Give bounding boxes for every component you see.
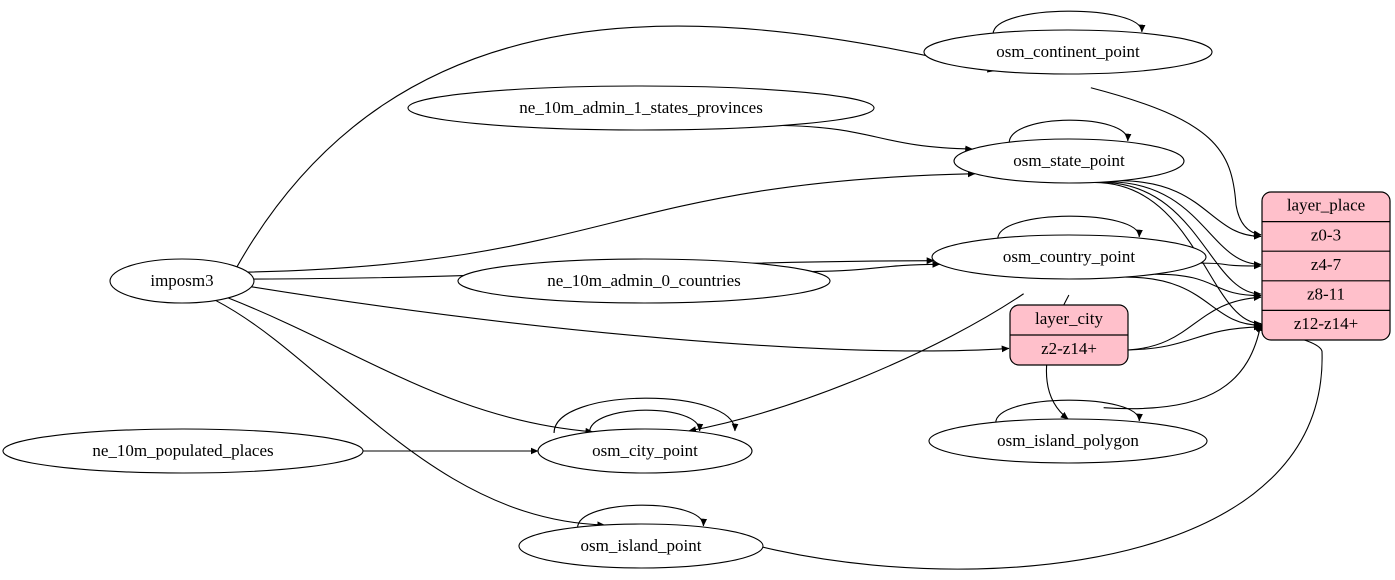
edge-osm_island_polygon-to-layer_place_z12_z14 (1103, 323, 1263, 410)
edge-imposm3-to-osm_state_point (247, 170, 976, 273)
edge-osm_country_point-to-osm_city_point (688, 293, 1024, 433)
node-label-osm_continent_point: osm_continent_point (996, 42, 1140, 61)
node-osm_city_point[interactable]: osm_city_point (537, 428, 753, 474)
node-label-ne_countries: ne_10m_admin_0_countries (547, 271, 741, 290)
edge-osm_country_point-to-osm_country_point (997, 215, 1143, 240)
record-row-layer_city_title: layer_city (1035, 309, 1103, 328)
node-osm_island_polygon[interactable]: osm_island_polygon (928, 418, 1208, 464)
record-row-layer_place_z8_11: z8-11 (1307, 285, 1345, 304)
node-label-osm_island_polygon: osm_island_polygon (997, 431, 1139, 450)
edge-osm_country_point-to-layer_place_z8_11 (1154, 273, 1262, 299)
edge-ne_states-to-osm_state_point (782, 124, 973, 153)
edge-layer_city_z2_z14-to-layer_place_z8_11 (1127, 294, 1262, 351)
node-ne_populated[interactable]: ne_10m_populated_places (2, 428, 364, 474)
record-node-layer_place[interactable]: layer_place z0-3 z4-7 z8-11 z12-z14+ (1261, 191, 1391, 341)
node-label-ne_populated: ne_10m_populated_places (92, 441, 273, 460)
edge-osm_city_point-to-osm_city_point (553, 397, 739, 433)
edge-osm_continent_point-to-osm_continent_point (992, 10, 1146, 35)
node-label-osm_city_point: osm_city_point (592, 441, 698, 460)
node-layer: layer_place z0-3 z4-7 z8-11 z12-z14+ layer_ci… (2, 29, 1391, 569)
edge-osm_city_point-to-osm_city_point (588, 409, 704, 434)
edge-osm_country_point-to-layer_place_z4_7 (1200, 262, 1262, 270)
edge-layer (215, 10, 1323, 570)
edge-osm_island_point-to-osm_island_point (577, 504, 708, 529)
edge-ne_countries-to-osm_country_point (811, 260, 941, 273)
node-label-osm_island_point: osm_island_point (581, 536, 702, 555)
edge-layer_city_z2_z14-to-layer_place_z12_z14 (1127, 323, 1262, 351)
edge-osm_state_point-to-layer_place_z8_11 (1099, 181, 1262, 298)
node-label-osm_state_point: osm_state_point (1013, 151, 1125, 170)
node-ne_countries[interactable]: ne_10m_admin_0_countries (457, 258, 831, 304)
edge-osm_island_polygon-to-osm_island_polygon (995, 399, 1143, 424)
edge-imposm3-to-osm_continent_point (236, 25, 996, 268)
edge-osm_continent_point-to-layer_place_z0_3 (1090, 87, 1262, 238)
record-row-layer_place_z0_3: z0-3 (1311, 225, 1341, 244)
edge-osm_state_point-to-layer_place_z4_7 (1107, 181, 1262, 268)
record-row-layer_place_z12_z14: z12-z14+ (1294, 314, 1358, 333)
record-row-layer_place_title: layer_place (1287, 196, 1365, 215)
node-osm_country_point[interactable]: osm_country_point (931, 234, 1207, 280)
edge-imposm3-to-layer_city_z2_z14 (251, 286, 1010, 353)
node-osm_island_point[interactable]: osm_island_point (518, 523, 764, 569)
node-label-osm_country_point: osm_country_point (1003, 247, 1135, 266)
edge-imposm3-to-osm_city_point (227, 297, 594, 435)
edge-osm_country_point-to-layer_place_z12_z14 (1125, 276, 1262, 329)
record-row-layer_place_z4_7: z4-7 (1311, 255, 1342, 274)
edge-osm_state_point-to-layer_place_z0_3 (1119, 180, 1262, 240)
record-node-layer_city[interactable]: layer_city z2-z14+ (1009, 304, 1129, 366)
node-label-ne_states: ne_10m_admin_1_states_provinces (519, 98, 763, 117)
node-osm_continent_point[interactable]: osm_continent_point (923, 29, 1213, 75)
node-osm_state_point[interactable]: osm_state_point (953, 138, 1185, 184)
record-row-layer_city_z2_z14: z2-z14+ (1041, 339, 1097, 358)
node-imposm3[interactable]: imposm3 (109, 258, 255, 304)
node-label-imposm3: imposm3 (150, 271, 213, 290)
node-ne_states[interactable]: ne_10m_admin_1_states_provinces (407, 85, 875, 131)
edge-osm_state_point-to-osm_state_point (1008, 119, 1132, 144)
edge-imposm3-to-osm_island_point (215, 299, 606, 529)
